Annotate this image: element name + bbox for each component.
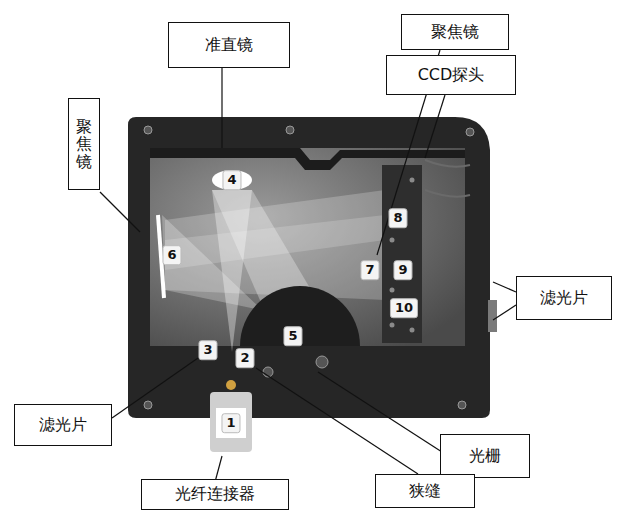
ccd-detector <box>382 165 422 343</box>
housing <box>128 117 490 418</box>
label-box: 聚焦镜 <box>68 98 100 190</box>
label-box: 滤光片 <box>14 404 112 446</box>
label-box: 准直镜 <box>168 22 290 68</box>
collimating-mirror <box>212 170 252 190</box>
callout-number: 1 <box>221 413 240 433</box>
part-name: CCD探头 <box>418 65 485 86</box>
callout-number: 5 <box>283 326 302 346</box>
callout-number: 4 <box>222 170 241 190</box>
part-name: 聚焦镜 <box>76 118 92 171</box>
grating-mount <box>240 286 360 346</box>
optical-cavity <box>150 148 465 346</box>
label-box: 光栅 <box>440 434 530 478</box>
screws <box>144 126 474 409</box>
part-name: 光纤连接器 <box>175 484 255 505</box>
callout-number: 9 <box>393 260 412 280</box>
connector-tab <box>216 408 246 438</box>
focused-beam <box>165 190 385 300</box>
part-name: 狭缝 <box>409 481 441 502</box>
part-name: 准直镜 <box>205 35 253 56</box>
part-name: 滤光片 <box>540 288 588 309</box>
label-box: 狭缝 <box>375 474 475 508</box>
callout-number: 3 <box>198 340 217 360</box>
label-box: 光纤连接器 <box>141 479 289 510</box>
detector-cable <box>425 160 470 197</box>
callout-number: 6 <box>162 245 181 265</box>
focused-beam <box>165 215 385 270</box>
label-box: CCD探头 <box>386 55 516 95</box>
leader-lines <box>100 50 516 482</box>
part-name: 聚焦镜 <box>431 22 479 43</box>
part-name: 滤光片 <box>39 415 87 436</box>
fiber-connector <box>210 392 252 452</box>
slit <box>226 380 236 390</box>
label-box: 聚焦镜 <box>401 14 509 50</box>
callout-number: 2 <box>235 348 254 368</box>
callout-number: 10 <box>390 298 418 318</box>
filter-tab <box>488 300 497 332</box>
part-name: 光栅 <box>469 446 501 467</box>
callout-number: 8 <box>388 208 407 228</box>
label-box: 滤光片 <box>516 276 612 320</box>
callout-number: 7 <box>360 260 379 280</box>
